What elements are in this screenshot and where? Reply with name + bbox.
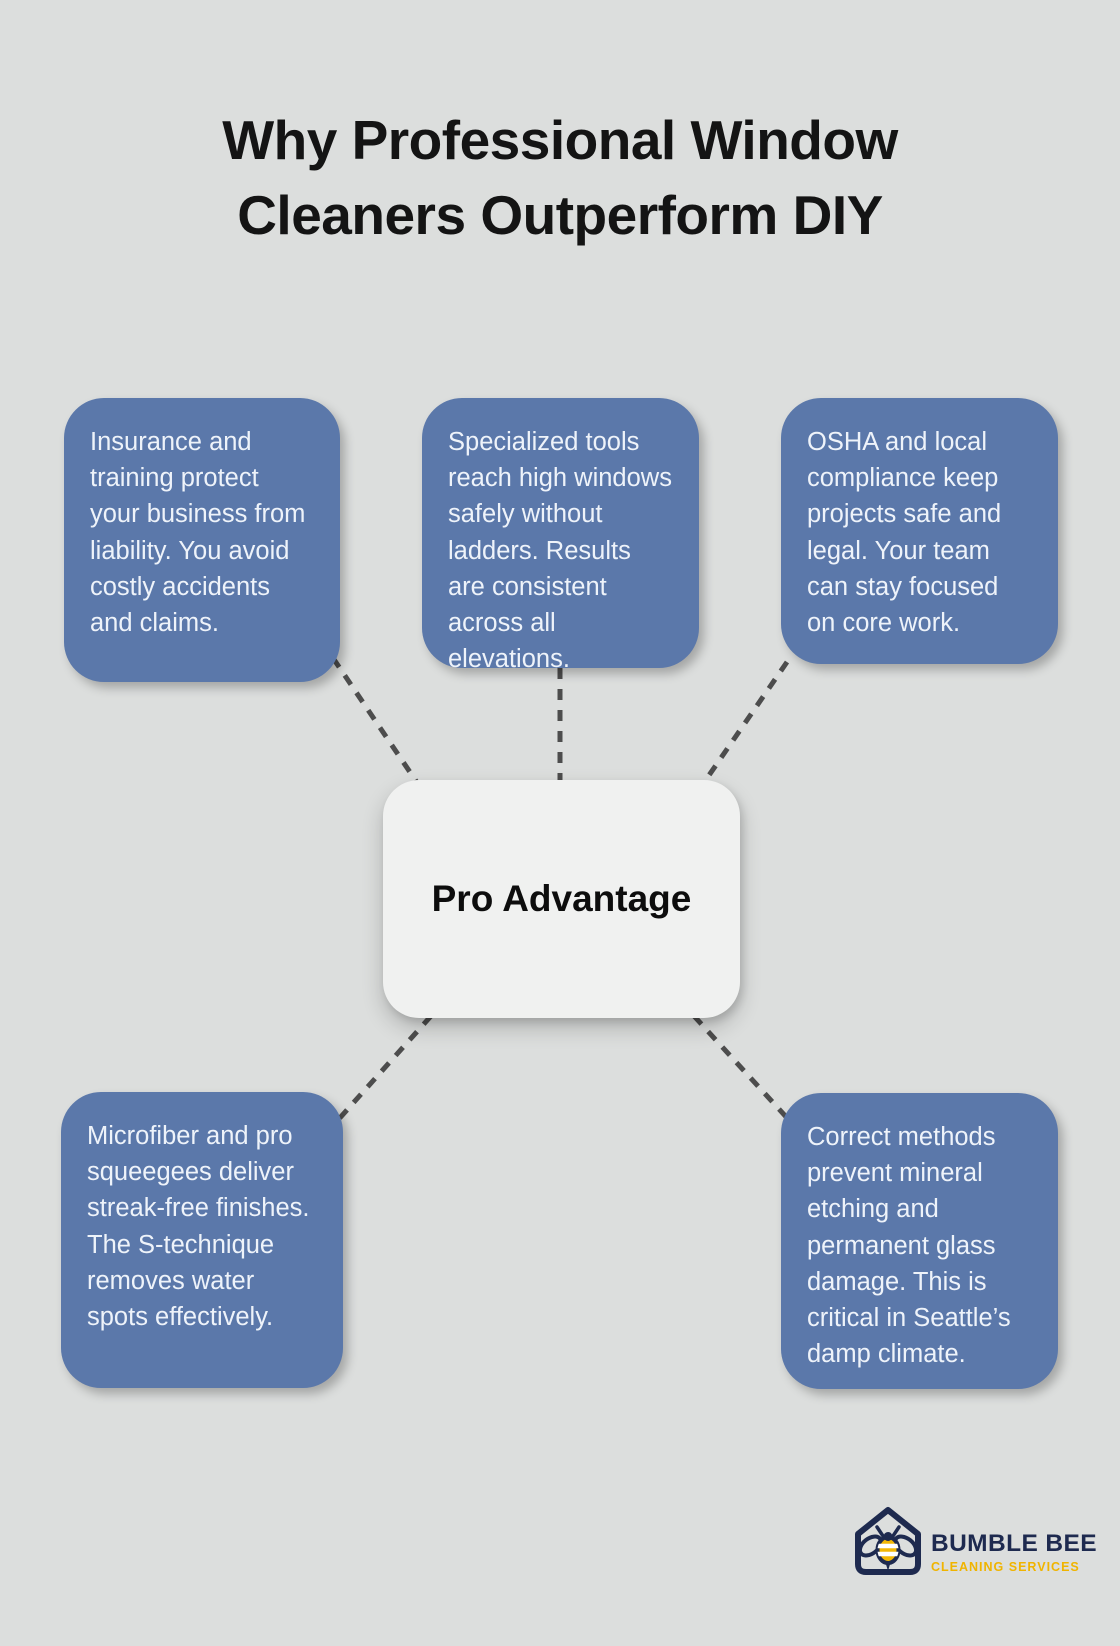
benefit-card-text: Specialized tools reach high windows saf… <box>448 428 672 674</box>
connector-methods-line <box>692 1014 791 1122</box>
benefit-card-text: OSHA and local compliance keep projects … <box>807 428 1002 638</box>
logo-name: BUMBLE BEE <box>931 1530 1097 1557</box>
company-logo: BUMBLE BEE CLEANING SERVICES <box>848 1503 1097 1583</box>
connector-technique-line <box>336 1014 433 1122</box>
benefit-card-methods: Correct methods prevent mineral etching … <box>781 1093 1058 1389</box>
benefit-card-compliance: OSHA and local compliance keep projects … <box>781 398 1058 664</box>
benefit-card-tools: Specialized tools reach high windows saf… <box>422 398 699 673</box>
page-title: Why Professional Window Cleaners Outperf… <box>222 109 898 246</box>
bee-in-house-icon <box>855 1507 921 1575</box>
connector-insurance-line <box>330 656 421 786</box>
benefit-card-technique: Microfiber and pro squeegees deliver str… <box>61 1092 343 1388</box>
benefit-card-text: Microfiber and pro squeegees deliver str… <box>87 1122 310 1332</box>
benefit-card-text: Correct methods prevent mineral etching … <box>807 1123 1011 1369</box>
connector-compliance-line <box>700 660 790 786</box>
logo-text-block: BUMBLE BEE CLEANING SERVICES <box>931 1503 1097 1573</box>
benefit-card-text: Insurance and training protect your busi… <box>90 428 306 638</box>
central-node-label: Pro Advantage <box>431 878 692 919</box>
benefit-card-insurance: Insurance and training protect your busi… <box>64 398 340 682</box>
central-node: Pro Advantage <box>383 780 740 1018</box>
logo-tagline: CLEANING SERVICES <box>931 1559 1080 1574</box>
